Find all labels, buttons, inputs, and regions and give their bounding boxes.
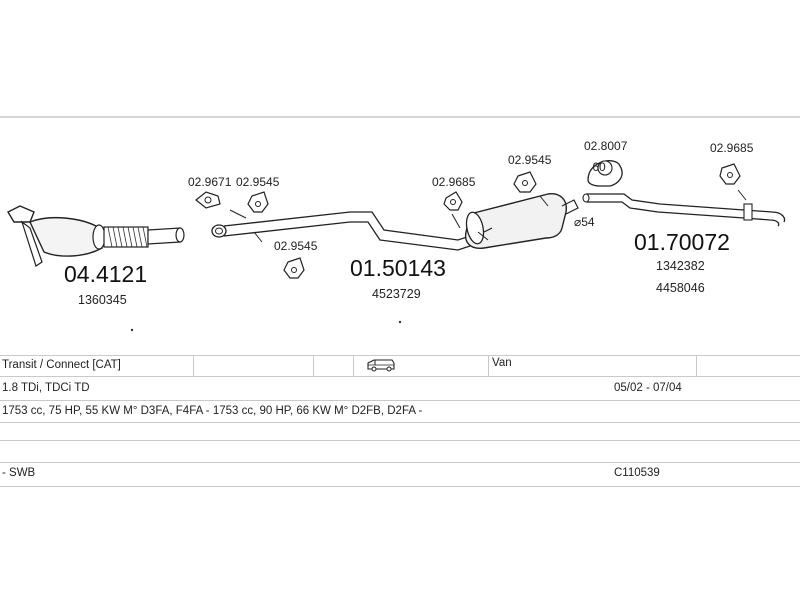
hanger-9545-c[interactable]	[513, 171, 537, 193]
part-label-02-9685-a: 02.9685	[432, 175, 476, 189]
part-ref-4523729: 4523729	[372, 287, 421, 301]
part-label-02-9685-b: 02.9685	[710, 141, 754, 155]
model-cell: Transit / Connect [CAT]	[2, 359, 121, 371]
engine-cell: 1.8 TDi, TDCi TD	[2, 382, 90, 394]
part-ref-1360345: 1360345	[78, 293, 127, 307]
part-code-01-70072: 01.70072	[634, 229, 730, 255]
years-cell: 05/02 - 07/04	[614, 382, 682, 394]
hanger-9545-b[interactable]	[283, 257, 305, 279]
catalytic-converter[interactable]	[7, 205, 185, 267]
hanger-9545-a[interactable]	[247, 191, 269, 213]
part-code-01-50143: 01.50143	[350, 255, 446, 281]
part-label-02-9545-c: 02.9545	[508, 153, 552, 167]
clamp-8007[interactable]	[587, 160, 623, 187]
middle-silencer[interactable]	[464, 193, 579, 249]
part-ref-1342382: 1342382	[656, 259, 705, 273]
part-ref-4458046: 4458046	[656, 281, 705, 295]
part-code-04-4121: 04.4121	[64, 261, 147, 287]
wheelbase-cell: - SWB	[2, 467, 36, 479]
tail-pipe[interactable]	[582, 193, 786, 227]
middle-pipe[interactable]	[211, 211, 471, 251]
part-label-02-9671: 02.9671	[188, 175, 232, 189]
van-icon	[366, 358, 396, 376]
hanger-9685-a[interactable]	[443, 191, 463, 211]
diameter-label: ⌀54	[574, 215, 595, 229]
clamp-size-label: 60	[592, 160, 606, 174]
part-label-02-9545-b: 02.9545	[274, 239, 318, 253]
gasket-9671[interactable]	[195, 191, 221, 209]
hanger-9685-b[interactable]	[719, 163, 741, 185]
part-label-02-8007: 02.8007	[584, 139, 628, 153]
part-label-02-9545-a: 02.9545	[236, 175, 280, 189]
body-type-cell: Van	[492, 357, 512, 369]
engine-spec-cell: 1753 cc, 75 HP, 55 KW M° D3FA, F4FA - 17…	[2, 405, 423, 417]
catalog-code-cell: C110539	[614, 467, 660, 479]
